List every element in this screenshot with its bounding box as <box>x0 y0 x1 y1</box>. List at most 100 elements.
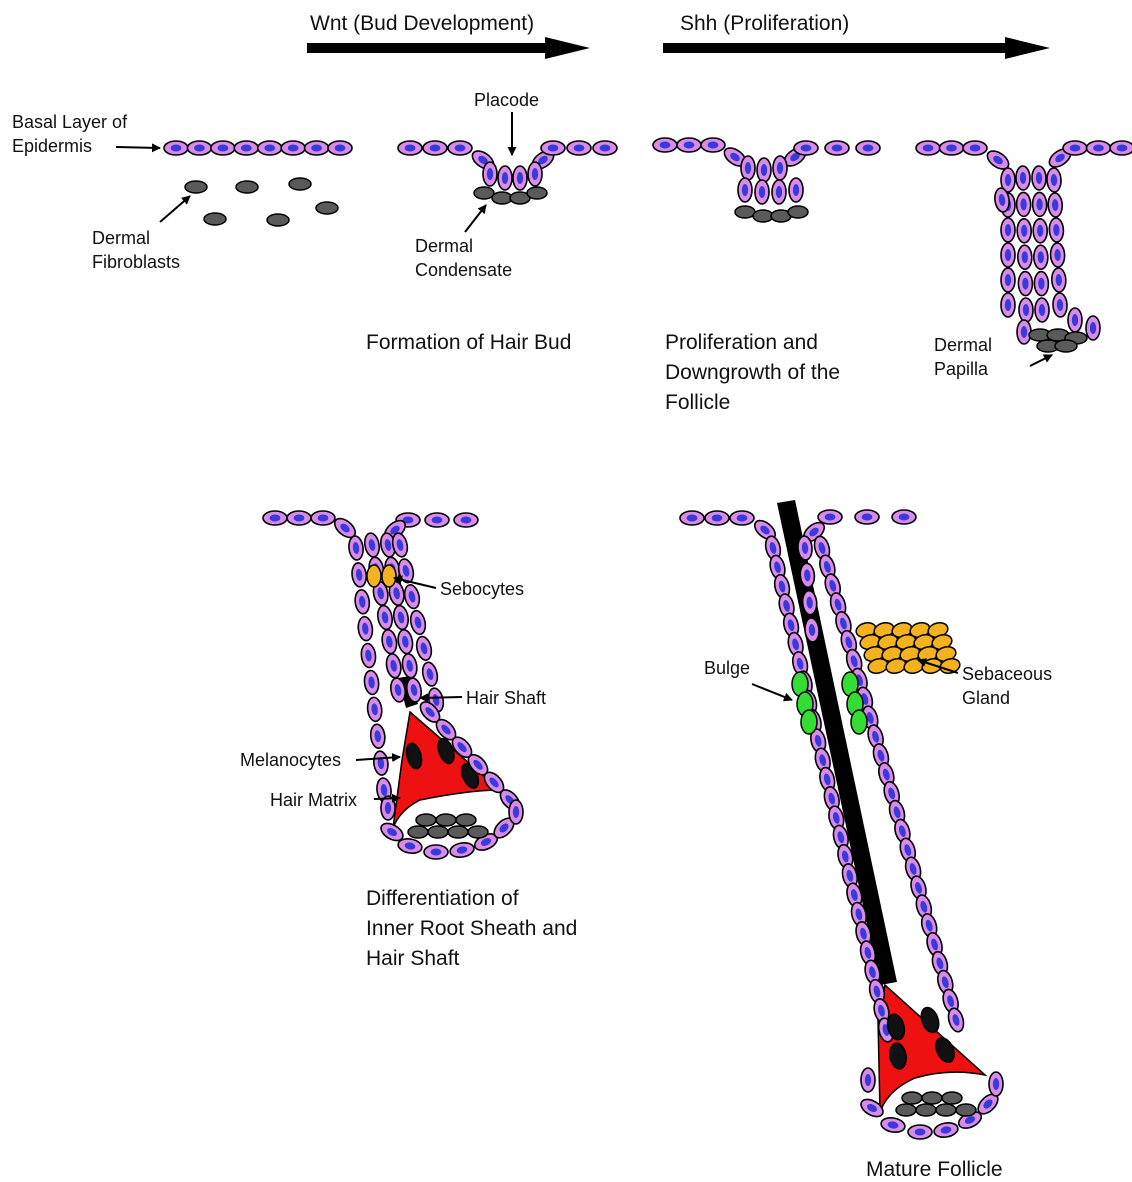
epidermal-cell <box>454 513 478 527</box>
wnt-arrow <box>307 37 590 59</box>
fibroblast-cell <box>236 181 258 193</box>
cell-nucleus <box>759 186 765 198</box>
pointer-arrow <box>752 684 792 700</box>
epidermal-cell <box>908 1125 932 1139</box>
cell-nucleus <box>946 145 957 152</box>
epidermal-cell <box>305 141 329 155</box>
cell-nucleus <box>832 145 843 152</box>
cell-nucleus <box>1070 145 1081 152</box>
epidermal-cell <box>1051 268 1066 293</box>
condensate-cell <box>527 187 547 199</box>
melanocytes-label: Melanocytes <box>240 748 341 772</box>
cell-nucleus <box>430 145 441 152</box>
placode-label: Placode <box>474 88 539 112</box>
papilla-cell <box>468 826 488 838</box>
epidermal-cell <box>187 141 211 155</box>
papilla-cell <box>428 826 448 838</box>
cell-nucleus <box>288 145 299 152</box>
epidermal-cell <box>1016 166 1031 190</box>
cell-nucleus <box>742 184 748 196</box>
bulge-cell <box>851 710 867 734</box>
epidermal-cell <box>1001 243 1015 267</box>
epidermal-cell <box>211 141 235 155</box>
epidermal-cell <box>825 141 849 155</box>
epidermal-cell <box>677 138 701 152</box>
dermal-papilla-label: Dermal Papilla <box>934 333 992 381</box>
cell-nucleus <box>1005 274 1011 286</box>
cell-nucleus <box>1005 174 1011 186</box>
condensate-cell <box>492 192 512 204</box>
cell-nucleus <box>461 517 472 524</box>
epidermal-cell <box>351 562 368 587</box>
papilla-cell <box>448 826 468 838</box>
epidermal-cell <box>892 510 916 524</box>
epidermal-cell <box>392 604 410 630</box>
cell-nucleus <box>1090 322 1096 334</box>
epidermal-cell <box>360 643 377 668</box>
epidermal-cell <box>498 166 512 190</box>
epidermal-cell <box>1050 243 1065 268</box>
dermal-fibroblasts-label: Dermal Fibroblasts <box>92 226 180 274</box>
epidermal-cell <box>513 166 527 190</box>
shh-arrow <box>663 37 1050 59</box>
cell-nucleus <box>915 1129 926 1136</box>
epidermal-cell <box>757 158 771 182</box>
papilla-cell <box>1055 340 1077 352</box>
dermal-condensate-label: Dermal Condensate <box>415 234 512 282</box>
cell-nucleus <box>801 145 812 152</box>
epidermal-cell <box>772 180 786 204</box>
epidermal-cell <box>730 511 754 525</box>
cell-nucleus <box>684 142 695 149</box>
cell-nucleus <box>294 515 305 522</box>
epidermal-cell <box>738 178 752 202</box>
cell-nucleus <box>970 145 981 152</box>
papilla-cell <box>456 814 476 826</box>
epidermal-cell <box>385 653 403 679</box>
cell-nucleus <box>923 145 934 152</box>
cell-nucleus <box>687 515 698 522</box>
papilla-cell <box>956 1104 976 1116</box>
epidermal-cell <box>528 162 542 186</box>
epidermal-cell <box>423 141 447 155</box>
epidermal-cell <box>1001 218 1015 242</box>
epidermal-cell <box>1068 308 1082 332</box>
epidermal-cell <box>789 178 803 202</box>
epidermal-cell <box>773 156 787 180</box>
epidermal-cell <box>1087 141 1111 155</box>
shh-signal-label: Shh (Proliferation) <box>680 12 849 36</box>
epidermal-cell <box>653 138 677 152</box>
epidermal-cell <box>483 162 497 186</box>
cell-nucleus <box>863 145 874 152</box>
epidermal-cell <box>369 723 386 748</box>
epidermal-cell <box>940 141 964 155</box>
epidermal-cell <box>1018 271 1033 295</box>
epidermal-cell <box>376 604 394 630</box>
epidermal-cell <box>348 535 365 560</box>
epidermal-cell <box>701 138 725 152</box>
epidermal-cell <box>818 510 842 524</box>
cell-nucleus <box>502 172 508 184</box>
stage-title-downgrowth: Proliferation and Downgrowth of the Foll… <box>665 328 840 418</box>
epidermal-cell <box>1033 219 1048 243</box>
hair-matrix-label: Hair Matrix <box>270 788 357 812</box>
cell-nucleus <box>737 515 748 522</box>
hair-shaft-label: Hair Shaft <box>466 686 546 710</box>
cell-nucleus <box>194 145 205 152</box>
cell-nucleus <box>777 162 783 174</box>
cell-nucleus <box>1021 326 1027 338</box>
cell-nucleus <box>660 142 671 149</box>
papilla-cell <box>902 1092 922 1104</box>
epidermal-cell <box>1046 168 1061 193</box>
epidermal-cell <box>794 141 818 155</box>
cell-nucleus <box>385 802 391 814</box>
stage-title-mature: Mature Follicle <box>866 1155 1003 1182</box>
epidermal-cell <box>1017 320 1031 344</box>
fibroblast-cell <box>204 213 226 225</box>
cell-nucleus <box>311 145 322 152</box>
epidermal-cell <box>1048 193 1063 218</box>
papilla-cell <box>936 1104 956 1116</box>
cell-nucleus <box>270 515 281 522</box>
cell-nucleus <box>1005 249 1011 261</box>
